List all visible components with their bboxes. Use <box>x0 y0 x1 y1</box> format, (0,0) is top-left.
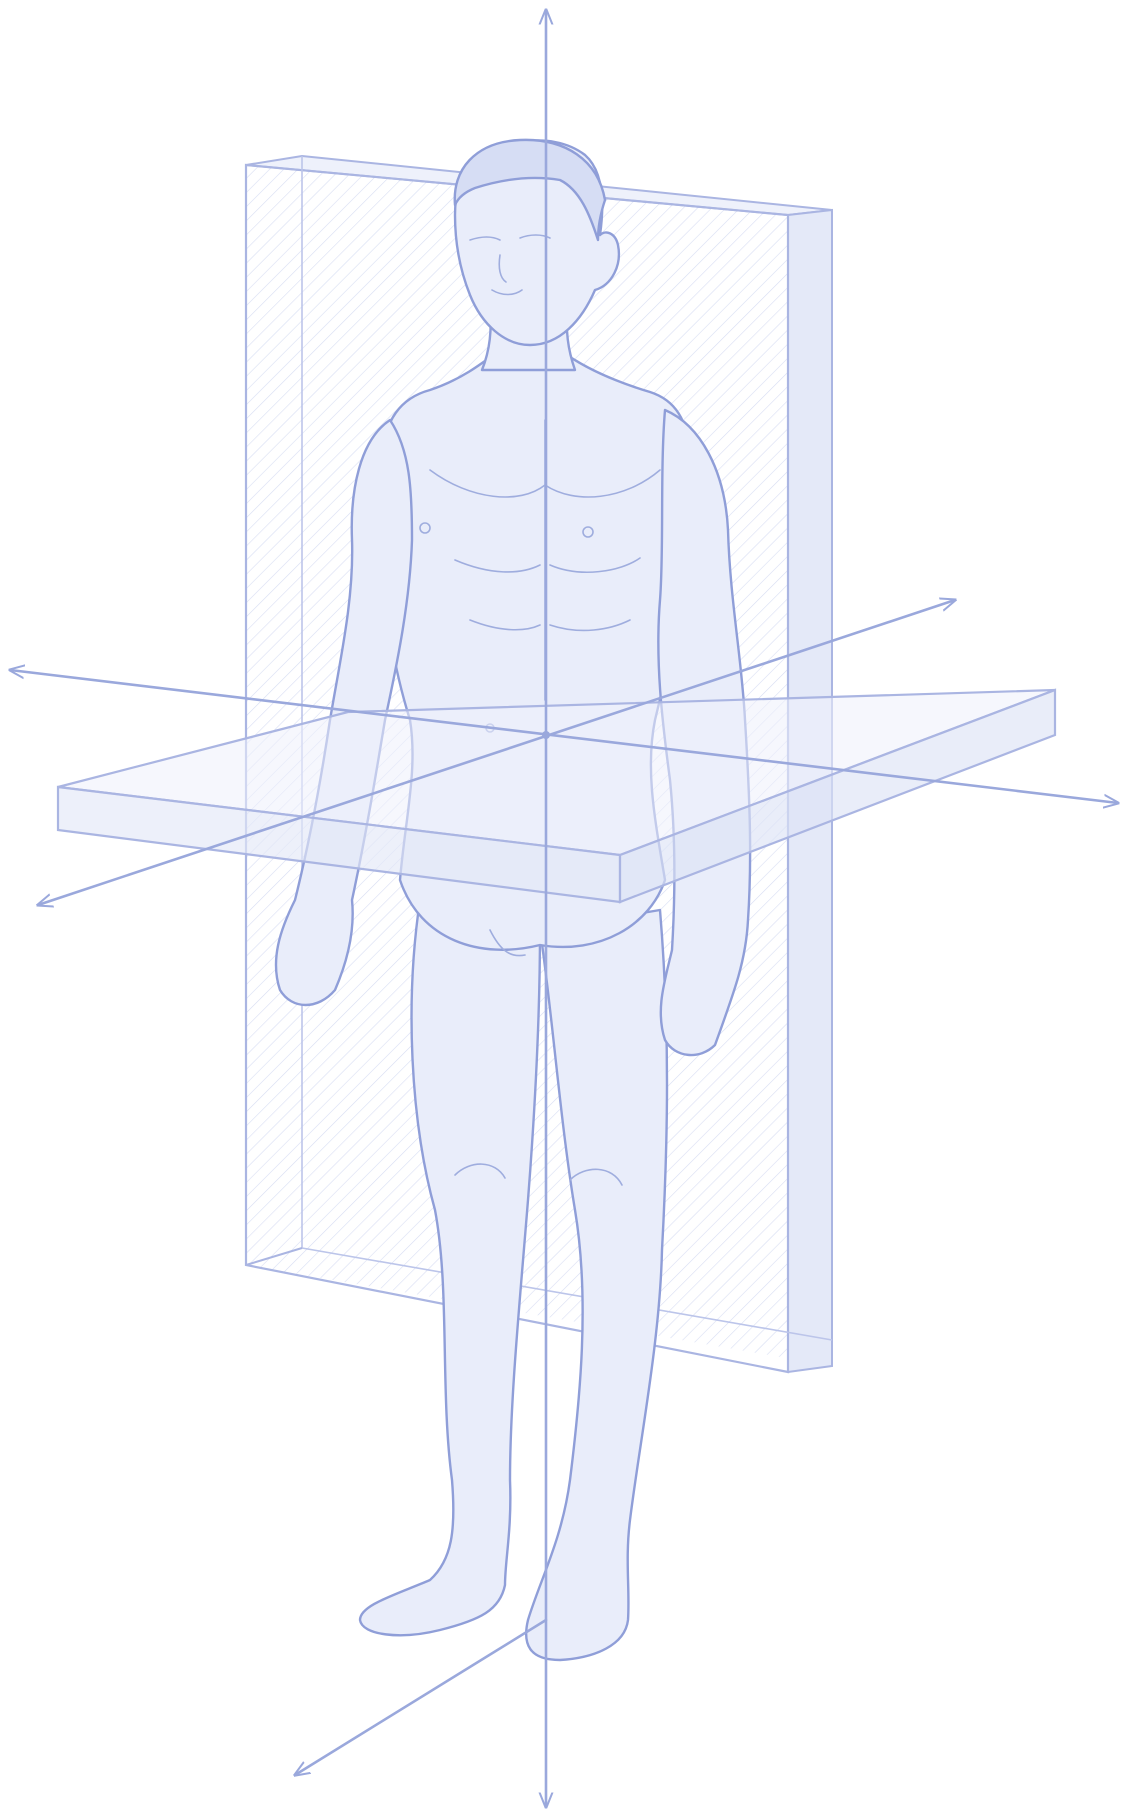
lower-frontal-axis <box>295 1620 546 1775</box>
transverse-plane <box>58 690 1055 902</box>
